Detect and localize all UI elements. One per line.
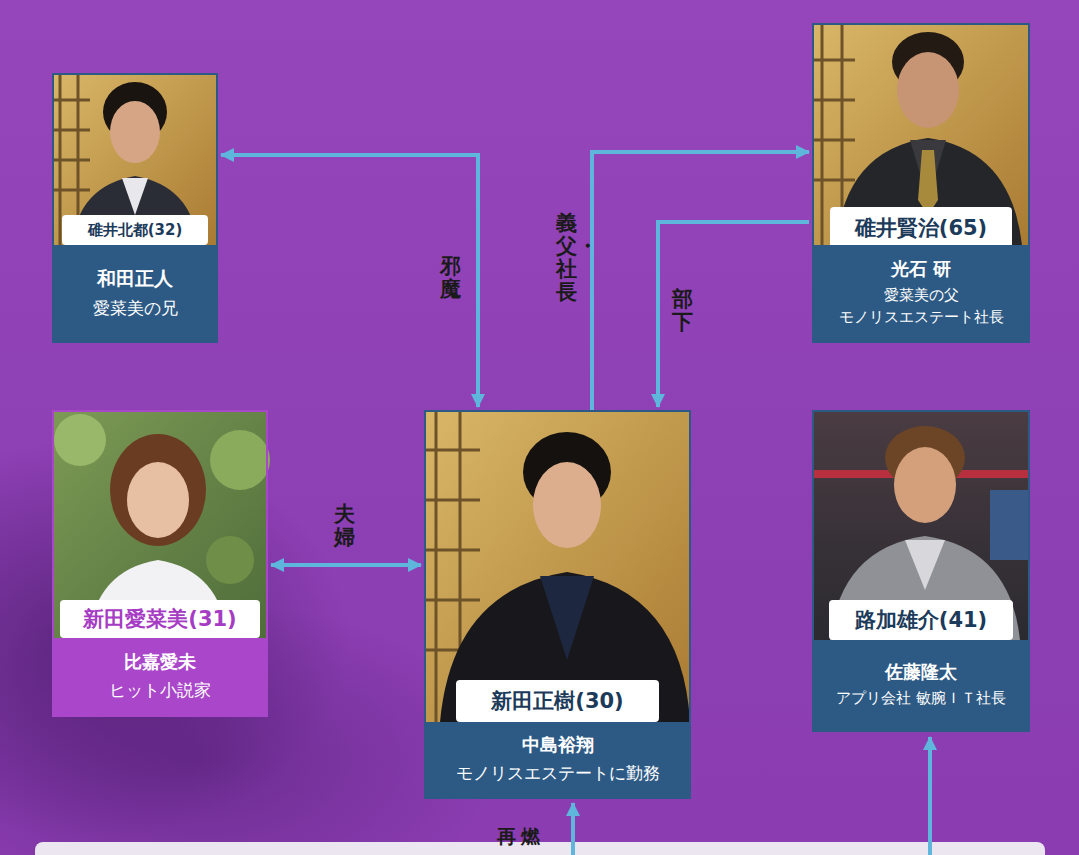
shirt	[122, 178, 148, 215]
actor-name: 中島裕翔	[522, 733, 594, 757]
face	[533, 462, 601, 548]
role-name-tag: 路加雄介(41)	[829, 600, 1013, 640]
info-panel: 比嘉愛未ヒット小説家	[54, 638, 266, 715]
photo-ground	[424, 410, 691, 722]
hair	[110, 434, 206, 546]
info-panel: 佐藤隆太アプリ会社 敏腕ＩＴ社長	[814, 640, 1028, 730]
role-name-tag: 碓井北都(32)	[62, 215, 208, 245]
character-card: 路加雄介(41)佐藤隆太アプリ会社 敏腕ＩＴ社長	[812, 410, 1030, 732]
photo-ground	[812, 410, 1030, 640]
relation-label: 再燃	[497, 824, 545, 850]
role-description: ヒット小説家	[109, 678, 211, 703]
relation-connector	[592, 152, 809, 410]
info-panel: 光石 研愛菜美の父 モノリスエステート社長	[814, 245, 1028, 341]
character-card: 碓井賢治(65)光石 研愛菜美の父 モノリスエステート社長	[812, 23, 1030, 343]
actor-name: 佐藤隆太	[885, 660, 957, 684]
foliage	[54, 414, 106, 466]
character-card: 新田正樹(30)中島裕翔モノリスエステートに勤務	[424, 410, 691, 799]
role-description: モノリスエステートに勤務	[456, 761, 660, 786]
face	[110, 101, 160, 163]
info-panel: 中島裕翔モノリスエステートに勤務	[426, 722, 689, 797]
shirt	[905, 540, 945, 590]
photo-ground	[52, 73, 218, 245]
relation-connector	[658, 222, 809, 407]
role-name-tag: 新田正樹(30)	[456, 680, 659, 722]
info-panel: 和田正人愛菜美の兄	[54, 245, 216, 341]
foliage	[210, 430, 270, 490]
face	[897, 52, 959, 128]
bottom-link-line	[928, 737, 932, 855]
role-name-tag: 碓井賢治(65)	[830, 207, 1012, 248]
actor-name: 光石 研	[891, 257, 951, 281]
relation-connector	[271, 563, 421, 567]
role-name-tag: 新田愛菜美(31)	[60, 600, 260, 638]
foliage	[206, 536, 254, 584]
shirt	[540, 576, 594, 660]
role-description: 愛菜美の父 モノリスエステート社長	[820, 285, 1022, 329]
character-card: 新田愛菜美(31)比嘉愛未ヒット小説家	[52, 410, 268, 717]
tie	[918, 150, 938, 215]
actor-name: 比嘉愛未	[124, 650, 196, 674]
portrait-photo	[52, 73, 218, 245]
jacket	[830, 536, 1020, 640]
face	[127, 462, 189, 538]
bottom-link-line	[571, 803, 575, 855]
relation-connector	[221, 155, 478, 407]
relation-label: 夫婦	[334, 503, 355, 549]
edge-group	[221, 152, 809, 565]
face	[894, 447, 956, 523]
relation-label: 義父・社長	[556, 212, 577, 304]
portrait-photo	[424, 410, 691, 722]
role-description: アプリ会社 敏腕ＩＴ社長	[836, 688, 1006, 710]
role-description: 愛菜美の兄	[93, 296, 178, 321]
portrait-photo	[52, 410, 270, 638]
relation-label: 部下	[672, 288, 693, 334]
character-card: 碓井北都(32)和田正人愛菜美の兄	[52, 73, 218, 343]
blue-light	[990, 490, 1030, 560]
relation-label: 邪魔	[440, 255, 461, 301]
actor-name: 和田正人	[97, 266, 173, 292]
portrait-photo	[812, 410, 1030, 640]
suit	[440, 572, 690, 722]
